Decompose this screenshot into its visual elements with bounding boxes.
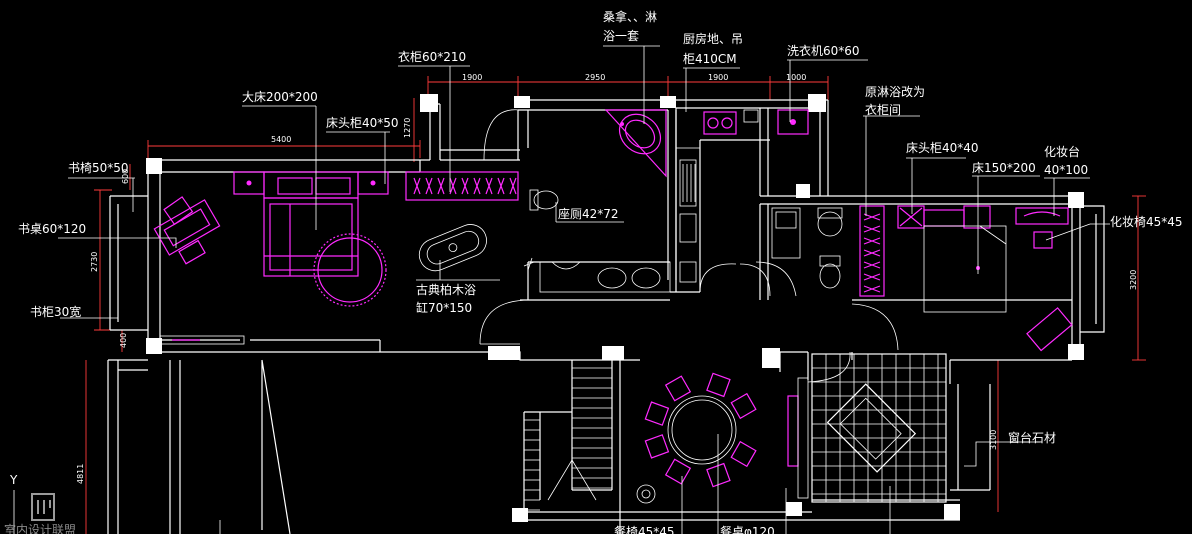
- label-wardrobe: 衣柜60*210: [398, 49, 466, 64]
- dim-400: 400: [119, 333, 128, 348]
- master-bedroom-furniture: [153, 171, 559, 345]
- label-kitchen-2: 柜410CM: [683, 52, 737, 66]
- dim-3100: 3100: [989, 430, 998, 450]
- dimension-text: 1900 2950 1900 1000 5400 1270 600 2730 4…: [76, 73, 1138, 484]
- doors: [479, 109, 899, 383]
- watermark-logo: 室内设计联盟: [4, 493, 76, 534]
- dim-1900-a: 1900: [462, 73, 482, 82]
- dim-1000: 1000: [786, 73, 806, 82]
- label-vanity-2: 40*100: [1044, 163, 1088, 177]
- label-nightstand-left: 床头柜40*50: [326, 116, 399, 130]
- pillars: [146, 94, 1084, 522]
- walls: [107, 99, 1105, 534]
- leader-lines: [58, 45, 1110, 534]
- dim-3200: 3200: [1129, 270, 1138, 290]
- second-bedroom-furniture: [771, 205, 1073, 352]
- dim-1270: 1270: [403, 118, 412, 138]
- watermark-text: 室内设计联盟: [4, 522, 76, 534]
- label-orig-shower-2: 衣柜间: [865, 102, 901, 117]
- label-sauna-2: 浴一套: [603, 29, 639, 43]
- label-dining-chair: 餐椅45*45: [614, 524, 675, 534]
- label-window-sill: 窗台石材: [1008, 430, 1056, 445]
- label-bookshelf: 书柜30宽: [30, 304, 81, 319]
- label-desk: 书桌60*120: [18, 222, 86, 236]
- sauna-fixtures: [523, 109, 671, 293]
- label-sauna: 桑拿、、淋: [603, 9, 657, 24]
- label-vanity: 化妆台: [1044, 144, 1080, 159]
- dining-area: [636, 353, 947, 504]
- label-kitchen: 厨房地、吊: [683, 31, 743, 46]
- dim-1900-b: 1900: [708, 73, 728, 82]
- label-desk-chair: 书椅50*50: [68, 161, 129, 175]
- dimension-lines: [85, 76, 1146, 534]
- dim-5400: 5400: [271, 135, 291, 144]
- dim-2950: 2950: [585, 73, 605, 82]
- dim-2730: 2730: [90, 252, 99, 272]
- kitchen-fixtures: [676, 109, 809, 283]
- label-nightstand-right: 床头柜40*40: [906, 141, 979, 155]
- label-bathtub-2: 缸70*150: [416, 300, 472, 315]
- label-big-bed: 大床200*200: [242, 90, 318, 104]
- label-vanity-chair: 化妆椅45*45: [1110, 215, 1183, 229]
- ucs-axis-icon: Y: [9, 473, 18, 534]
- label-dining-table: 餐桌φ120: [720, 524, 775, 534]
- label-bathtub: 古典柏木浴: [416, 282, 476, 297]
- label-orig-shower: 原淋浴改为: [865, 85, 925, 99]
- label-washer: 洗衣机60*60: [787, 43, 860, 58]
- label-toilet: 座厕42*72: [558, 206, 619, 221]
- dim-4811: 4811: [76, 464, 85, 484]
- room-labels: 桑拿、、淋 浴一套 厨房地、吊 柜410CM 衣柜60*210 洗衣机60*60…: [18, 9, 1183, 534]
- dim-600: 600: [121, 169, 130, 184]
- axis-y-label: Y: [9, 473, 18, 487]
- staircase: [523, 360, 613, 512]
- label-bed-right: 床150*200: [972, 161, 1036, 175]
